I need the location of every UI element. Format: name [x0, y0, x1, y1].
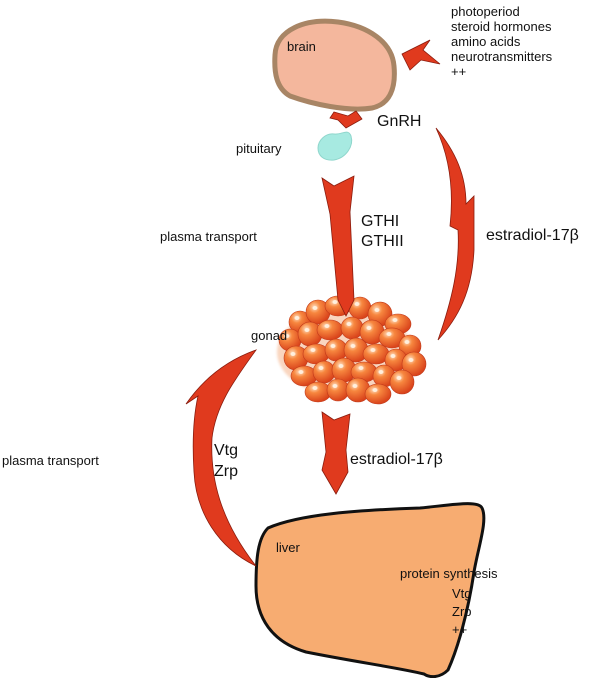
- roe-egg-highlight: [378, 370, 384, 374]
- arrow-inputs-to-brain: [401, 39, 441, 71]
- liver-note-item: Zrp: [452, 604, 472, 619]
- arrow-pituitary-to-gonad: [321, 175, 355, 317]
- roe-egg-highlight: [370, 348, 376, 352]
- roe-egg: [340, 316, 364, 340]
- roe-egg-highlight: [324, 324, 330, 328]
- input-item: photoperiod: [451, 4, 520, 19]
- estradiol-feedback-label: estradiol-17β: [486, 227, 579, 244]
- roe-egg-highlight: [372, 388, 378, 392]
- pituitary-label: pituitary: [236, 141, 282, 156]
- gth-item: GTHII: [361, 233, 404, 250]
- roe-egg-highlight: [354, 302, 360, 306]
- plasma-transport-lower-label: plasma transport: [2, 453, 99, 468]
- gth-labels: GTHI GTHII: [361, 212, 404, 252]
- roe-egg: [401, 351, 427, 377]
- roe-egg-highlight: [404, 340, 410, 344]
- input-item: amino acids: [451, 34, 521, 49]
- input-item: steroid hormones: [451, 19, 552, 34]
- input-item: ++: [451, 64, 467, 79]
- brain-inputs-list: photoperiod steroid hormones amino acids…: [451, 4, 552, 79]
- roe-egg-highlight: [346, 322, 352, 326]
- roe-egg-highlight: [330, 344, 336, 348]
- roe-egg: [316, 319, 344, 341]
- roe-egg-highlight: [350, 344, 356, 348]
- liver-label: liver: [276, 540, 300, 555]
- roe-egg-highlight: [318, 366, 324, 370]
- roe-egg: [364, 383, 392, 405]
- arrow-brain-to-pituitary: [329, 110, 363, 129]
- protein-synthesis-label: protein synthesis: [400, 566, 498, 581]
- roe-egg: [312, 360, 336, 384]
- roe-egg-highlight: [290, 352, 296, 356]
- gonad-label: gonad: [251, 328, 288, 343]
- roe-egg-highlight: [304, 328, 310, 332]
- liver-products-list: Vtg Zrp: [214, 440, 238, 482]
- gth-item: GTHI: [361, 213, 400, 230]
- roe-egg-highlight: [392, 318, 398, 322]
- product-item: Vtg: [214, 442, 239, 459]
- roe-egg-highlight: [390, 354, 396, 358]
- product-item: Zrp: [214, 463, 238, 480]
- input-item: neurotransmitters: [451, 49, 553, 64]
- roe-egg-highlight: [358, 366, 364, 370]
- brain-shape: [272, 18, 397, 112]
- liver-shape: [254, 502, 486, 678]
- roe-egg-highlight: [374, 308, 380, 312]
- roe-egg-highlight: [310, 348, 316, 352]
- arrow-liver-to-gonad: [185, 349, 258, 567]
- roe-egg-highlight: [338, 364, 344, 368]
- roe-egg-highlight: [298, 370, 304, 374]
- roe-egg-highlight: [284, 334, 290, 338]
- roe-egg-highlight: [408, 358, 414, 362]
- roe-egg-highlight: [312, 306, 318, 310]
- liver-note-item: Vtg: [452, 586, 472, 601]
- roe-egg-highlight: [352, 384, 358, 388]
- roe-egg-highlight: [312, 386, 318, 390]
- liver-notes-list: Vtg Zrp ++: [452, 585, 472, 639]
- brain-label: brain: [287, 39, 316, 54]
- roe-egg: [389, 369, 415, 395]
- liver-note-item: ++: [452, 622, 468, 637]
- arrow-estradiol-to-liver: [321, 411, 351, 495]
- gnrh-label: GnRH: [377, 113, 422, 130]
- arrow-estradiol-feedback: [435, 127, 475, 341]
- roe-egg-highlight: [294, 316, 300, 320]
- estradiol-liver-label: estradiol-17β: [350, 451, 443, 468]
- pituitary-shape: [317, 131, 353, 161]
- roe-egg-highlight: [332, 384, 338, 388]
- plasma-transport-upper-label: plasma transport: [160, 229, 257, 244]
- roe-egg-highlight: [386, 332, 392, 336]
- gonad-image: [277, 295, 427, 405]
- roe-egg-highlight: [396, 376, 402, 380]
- roe-egg-highlight: [332, 300, 338, 304]
- roe-egg-highlight: [366, 326, 372, 330]
